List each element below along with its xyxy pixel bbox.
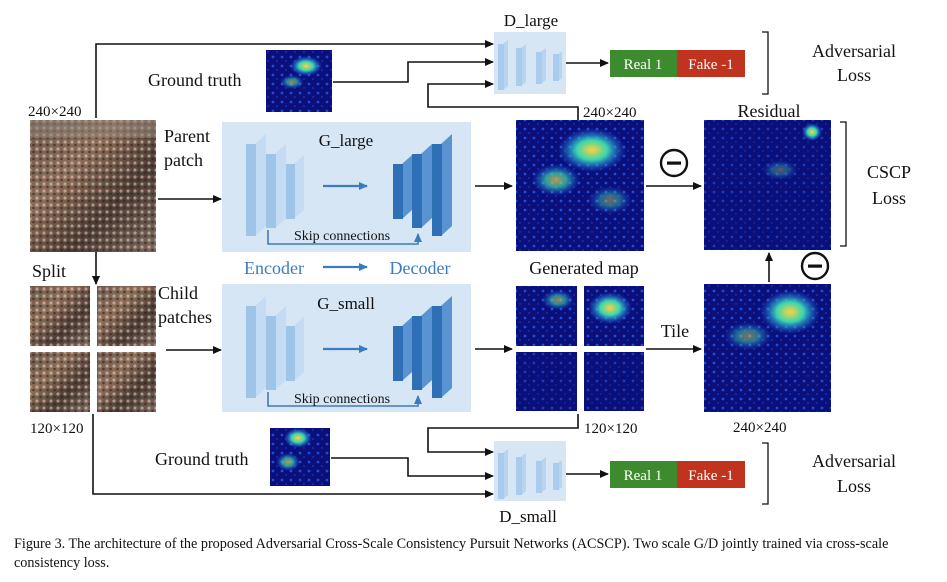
g-large-skip-label: Skip connections bbox=[294, 229, 390, 244]
decoder-label: Decoder bbox=[390, 258, 451, 278]
g-small-label: G_small bbox=[317, 294, 375, 313]
arrow-parent-to-dlarge bbox=[95, 40, 494, 118]
parent-patch-line1: Parent bbox=[164, 126, 210, 146]
arrow-mapssmall-to-dsmall bbox=[427, 414, 579, 456]
cscp-line1: CSCP bbox=[867, 162, 911, 182]
parent-patch-image bbox=[30, 120, 156, 252]
bracket-bottom bbox=[762, 442, 769, 505]
bracket-cscp bbox=[840, 121, 847, 247]
ground-truth-top-map bbox=[266, 50, 332, 112]
arrow-child-to-dsmall bbox=[92, 414, 494, 498]
figure-caption: Figure 3. The architecture of the propos… bbox=[14, 536, 889, 571]
real-fake-bottom: Real 1 Fake -1 bbox=[610, 461, 745, 488]
fake-top-label: Fake -1 bbox=[688, 57, 733, 73]
minus-top-icon bbox=[659, 148, 689, 178]
ground-truth-bottom-label: Ground truth bbox=[155, 449, 249, 469]
child-patches-line2: patches bbox=[158, 307, 212, 327]
g-small-decoder bbox=[393, 296, 452, 398]
adv-loss-top-line2: Loss bbox=[837, 65, 871, 85]
gen-large-size-label: 240×240 bbox=[583, 105, 636, 121]
encoder-label: Encoder bbox=[244, 258, 304, 278]
child-patches-image bbox=[30, 286, 156, 412]
fake-bottom-label: Fake -1 bbox=[688, 468, 733, 484]
g-large-decoder bbox=[393, 134, 452, 236]
g-small-skip-label: Skip connections bbox=[294, 392, 390, 407]
real-fake-top: Real 1 Fake -1 bbox=[610, 50, 745, 77]
split-label: Split bbox=[32, 261, 66, 281]
parent-size-label: 240×240 bbox=[28, 104, 81, 120]
arrow-gt-to-dsmall bbox=[331, 457, 494, 480]
bracket-top bbox=[762, 31, 769, 95]
adv-loss-bottom-line2: Loss bbox=[837, 476, 871, 496]
ground-truth-bottom-map bbox=[270, 428, 330, 486]
arrow-genlarge-to-dlarge bbox=[427, 80, 579, 120]
residual-map bbox=[704, 120, 831, 250]
d-large-block bbox=[494, 32, 566, 94]
gen-small-size-label: 120×120 bbox=[584, 421, 637, 437]
ground-truth-top-label: Ground truth bbox=[148, 70, 242, 90]
parent-patch-line2: patch bbox=[164, 150, 203, 170]
d-large-label: D_large bbox=[504, 11, 558, 30]
g-large-label: G_large bbox=[319, 131, 373, 150]
generated-map-label: Generated map bbox=[529, 258, 638, 278]
g-large-encoder bbox=[246, 134, 304, 236]
minus-bottom-icon bbox=[800, 251, 830, 281]
d-small-label: D_small bbox=[499, 507, 557, 526]
child-patches-line1: Child bbox=[158, 283, 198, 303]
real-bottom-label: Real 1 bbox=[624, 468, 663, 484]
g-small-encoder bbox=[246, 296, 304, 398]
child-size-label: 120×120 bbox=[30, 421, 83, 437]
adv-loss-top-line1: Adversarial bbox=[812, 41, 896, 61]
g-small-skip-line bbox=[267, 392, 422, 407]
tiled-size-label: 240×240 bbox=[733, 420, 786, 436]
generated-small-maps bbox=[516, 286, 644, 411]
arrow-gt-to-dlarge bbox=[333, 58, 494, 83]
g-large-skip-line bbox=[267, 230, 422, 245]
tile-label: Tile bbox=[661, 321, 689, 341]
adv-loss-bottom-line1: Adversarial bbox=[812, 451, 896, 471]
cscp-line2: Loss bbox=[872, 188, 906, 208]
d-small-block bbox=[494, 441, 566, 501]
generated-large-map bbox=[516, 120, 644, 251]
real-top-label: Real 1 bbox=[624, 57, 663, 73]
residual-label: Residual bbox=[738, 101, 801, 121]
tiled-map bbox=[704, 284, 831, 412]
